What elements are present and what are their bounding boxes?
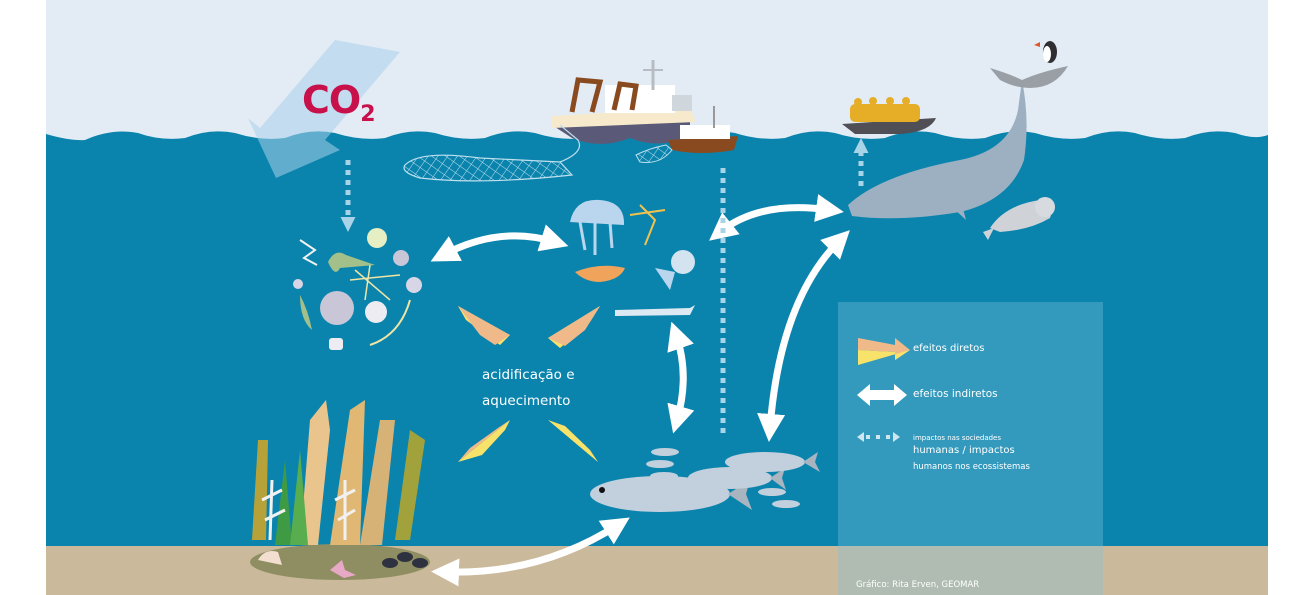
seal: [983, 197, 1055, 240]
whale: [848, 66, 1068, 220]
legend-human-impacts-label-line3: humanos nos ecossistemas: [913, 462, 1030, 472]
legend-human-impacts-label-small: impactos nas sociedades: [913, 434, 1002, 442]
fish-school: [590, 448, 820, 512]
center-label-line1: acidificação e: [482, 367, 575, 383]
legend-indirect-effects-label: efeitos indiretos: [913, 388, 998, 400]
tourist-boat: [842, 97, 936, 134]
co2-label: CO2: [302, 78, 376, 127]
legend-direct-arrow-icon: [858, 338, 910, 365]
fishing-net: [403, 124, 673, 182]
zooplankton-cluster: [570, 199, 695, 316]
direct-effect-arrows: [458, 306, 600, 462]
puffin: [1034, 41, 1057, 63]
legend-direct-effects-label: efeitos diretos: [913, 343, 985, 354]
legend-dotted-arrow-icon: [857, 432, 900, 442]
acidification-warming-label: acidificação e aquecimento: [482, 362, 632, 414]
center-label-line2: aquecimento: [482, 393, 571, 409]
legend-human-impacts-label-line2: humanas / impactos: [913, 445, 1015, 456]
fishing-boats: [552, 60, 738, 153]
phytoplankton-cluster: [293, 228, 422, 350]
co2-arrow-icon: [248, 40, 400, 178]
seaweed-benthos: [250, 400, 430, 580]
indirect-effect-arrows: [430, 194, 850, 587]
seabed: [46, 546, 1268, 595]
human-impact-arrows: [340, 138, 869, 434]
credit-label: Gráfico: Rita Erven, GEOMAR: [856, 580, 980, 590]
legend-indirect-arrow-icon: [857, 384, 907, 406]
